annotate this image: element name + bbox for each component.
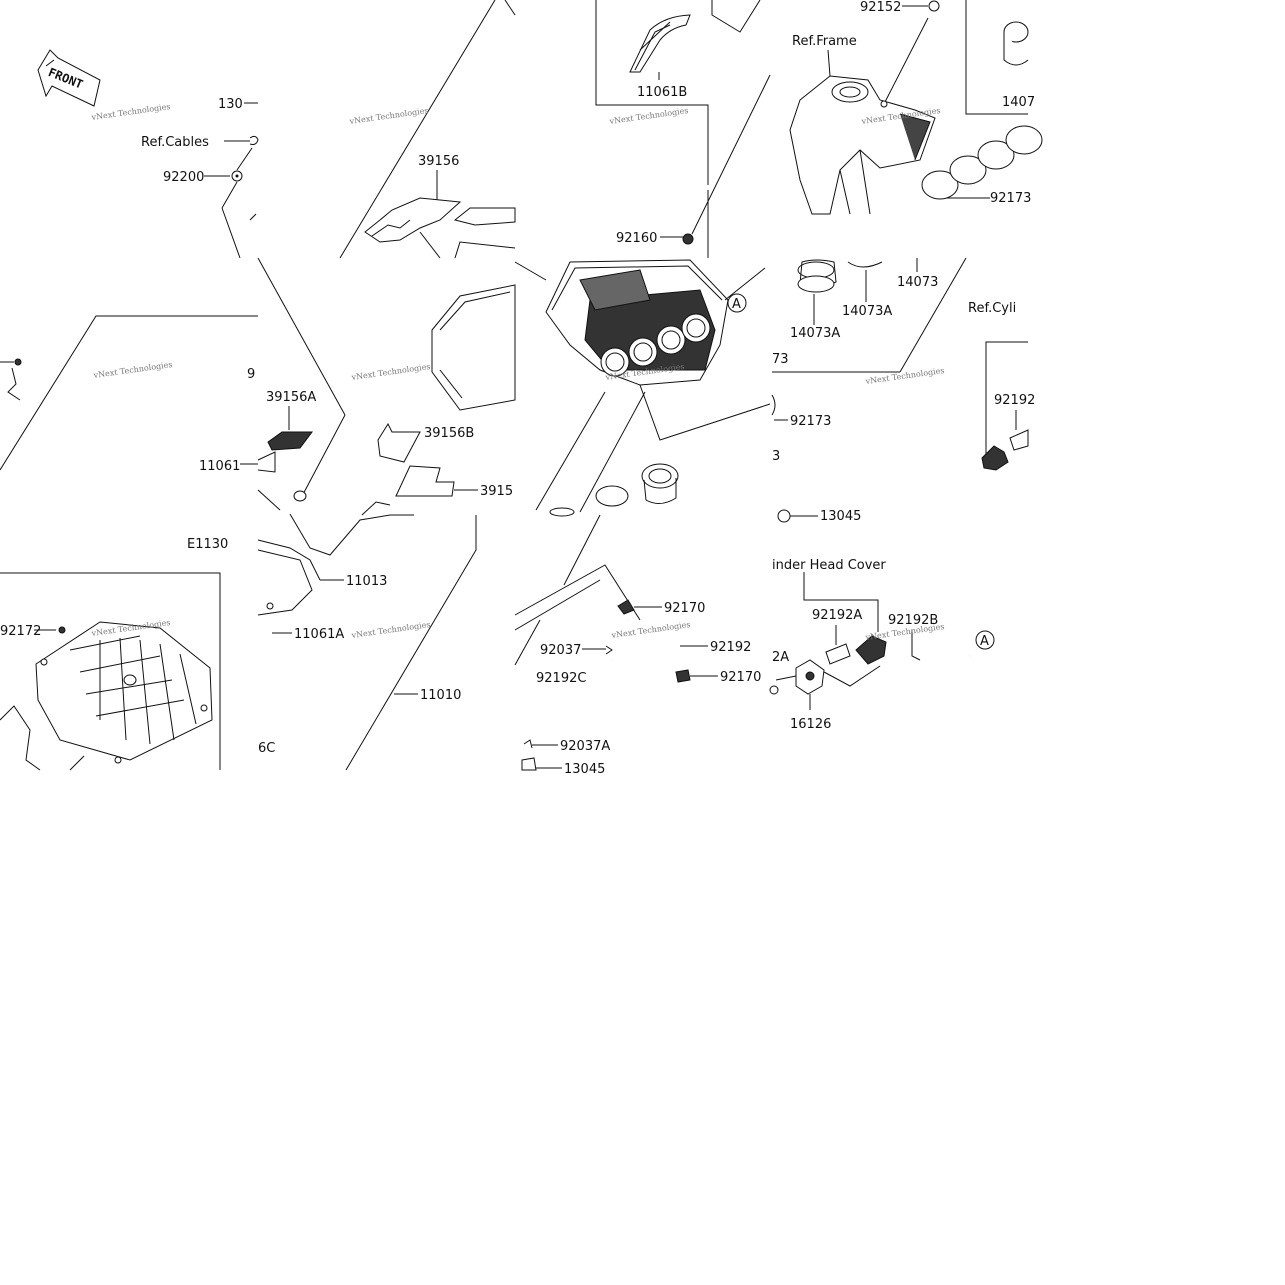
watermark: vNext Technologies bbox=[350, 362, 431, 382]
tile-center-right: 14073 14073A 14073A 73 92173 3 13045 bbox=[771, 257, 967, 524]
part-label-92173-mid: 92173 bbox=[790, 414, 831, 429]
part-label-11061: 11061 bbox=[199, 459, 240, 474]
part-label-16126: 16126 bbox=[790, 717, 831, 732]
tile-mid-left: 9 39156A 11061 39156B 3915 bbox=[199, 257, 516, 516]
front-arrow-icon bbox=[37, 49, 101, 107]
part-label-9: 9 bbox=[247, 367, 255, 382]
part-label-92173-top: 92173 bbox=[990, 191, 1031, 206]
cylinder-head-cover-label: inder Head Cover bbox=[772, 558, 886, 573]
watermark: vNext Technologies bbox=[610, 620, 691, 640]
part-label-11061b: 11061B bbox=[637, 85, 687, 100]
diagram-code: E1130 bbox=[187, 537, 228, 552]
part-label-11010: 11010 bbox=[420, 688, 461, 703]
part-label-92172: 92172 bbox=[0, 624, 41, 639]
part-label-11061a: 11061A bbox=[294, 627, 344, 642]
part-label-3: 3 bbox=[772, 449, 780, 464]
part-label-130: 130 bbox=[218, 97, 243, 112]
plate-39156b-icon bbox=[377, 422, 421, 463]
watermark: vNext Technologies bbox=[348, 106, 429, 126]
part-label-92160: 92160 bbox=[616, 231, 657, 246]
plate-3915x-icon bbox=[395, 465, 455, 497]
part-label-92152: 92152 bbox=[860, 0, 901, 15]
part-label-3915x: 3915 bbox=[480, 484, 513, 499]
watermark: vNext Technologies bbox=[90, 102, 171, 122]
tile-top-left: 130 Ref.Cables 92200 bbox=[141, 97, 259, 259]
tile-top-right: 92152 Ref.Frame 1407 92173 bbox=[789, 0, 1043, 215]
nut-92152-icon bbox=[928, 0, 940, 12]
tile-top-11061b: 11061B 92160 bbox=[595, 0, 771, 258]
part-label-13045-bot: 13045 bbox=[564, 762, 605, 777]
part-label-39156a: 39156A bbox=[266, 390, 316, 405]
callout-a-bottom-label: A bbox=[980, 634, 989, 649]
part-label-14073: 14073 bbox=[897, 275, 938, 290]
ref-cables-label: Ref.Cables bbox=[141, 135, 209, 150]
cover-39156a-icon bbox=[267, 431, 313, 451]
valve-92192-icon bbox=[981, 445, 1009, 471]
part-label-6c: 6C bbox=[258, 741, 275, 756]
clamp-92170-b-icon bbox=[675, 669, 691, 683]
part-label-92192-r: 92192 bbox=[994, 393, 1035, 408]
duct-11061b-icon bbox=[629, 14, 691, 73]
part-label-1407x: 1407 bbox=[1002, 95, 1035, 110]
tile-left-mid bbox=[0, 315, 258, 471]
part-label-2a: 2A bbox=[772, 650, 789, 665]
tile-bottom-left: E1130 92172 bbox=[0, 537, 228, 771]
tile-center-airbox: A bbox=[514, 259, 771, 517]
part-label-73: 73 bbox=[772, 352, 789, 367]
ref-cylinder-label: Ref.Cyli bbox=[968, 301, 1016, 316]
clamp-92170-a-icon bbox=[617, 599, 635, 615]
tile-bottom-right: inder Head Cover 92192A 92192B A 2A 1612… bbox=[769, 558, 995, 732]
watermark: vNext Technologies bbox=[92, 360, 173, 380]
tile-right-mid: Ref.Cyli 92192 bbox=[968, 301, 1035, 471]
tile-bottom-center: 92170 92192 92170 92037 92192C 92037A 13… bbox=[514, 514, 761, 777]
heat-shield-icon bbox=[364, 197, 462, 243]
watermark: vNext Technologies bbox=[864, 366, 945, 386]
nut-92160-icon bbox=[682, 233, 694, 245]
part-label-14073a-a: 14073A bbox=[790, 326, 840, 341]
air-cleaner-cover-icon bbox=[35, 621, 213, 761]
part-label-92192: 92192 bbox=[710, 640, 751, 655]
part-label-92192c: 92192C bbox=[536, 671, 586, 686]
frame-icon bbox=[789, 75, 936, 215]
part-label-92170-b: 92170 bbox=[720, 670, 761, 685]
part-label-92170-a: 92170 bbox=[664, 601, 705, 616]
watermark: vNext Technologies bbox=[608, 106, 689, 126]
part-label-11013: 11013 bbox=[346, 574, 387, 589]
part-label-39156: 39156 bbox=[418, 154, 459, 169]
ref-frame-label: Ref.Frame bbox=[792, 34, 857, 49]
part-label-39156b: 39156B bbox=[424, 426, 474, 441]
callout-a-top-label: A bbox=[732, 297, 741, 312]
pipe-92192a-icon bbox=[825, 643, 851, 665]
watermark: vNext Technologies bbox=[350, 620, 431, 640]
part-label-92200: 92200 bbox=[163, 170, 204, 185]
part-label-13045-top: 13045 bbox=[820, 509, 861, 524]
part-label-92037a: 92037A bbox=[560, 739, 610, 754]
valve-92192b-icon bbox=[855, 635, 887, 665]
plug-13045-icon bbox=[521, 757, 537, 771]
part-label-92037: 92037 bbox=[540, 643, 581, 658]
callout-a-bottom bbox=[975, 630, 995, 650]
tile-bottom-lcenter: 11013 11061A 6C 11010 bbox=[257, 490, 477, 771]
part-label-92192a: 92192A bbox=[812, 608, 862, 623]
part-label-14073a-b: 14073A bbox=[842, 304, 892, 319]
tile-top-mid: 39156 bbox=[339, 0, 516, 259]
callout-a-top bbox=[727, 293, 747, 313]
part-label-92192b: 92192B bbox=[888, 613, 938, 628]
